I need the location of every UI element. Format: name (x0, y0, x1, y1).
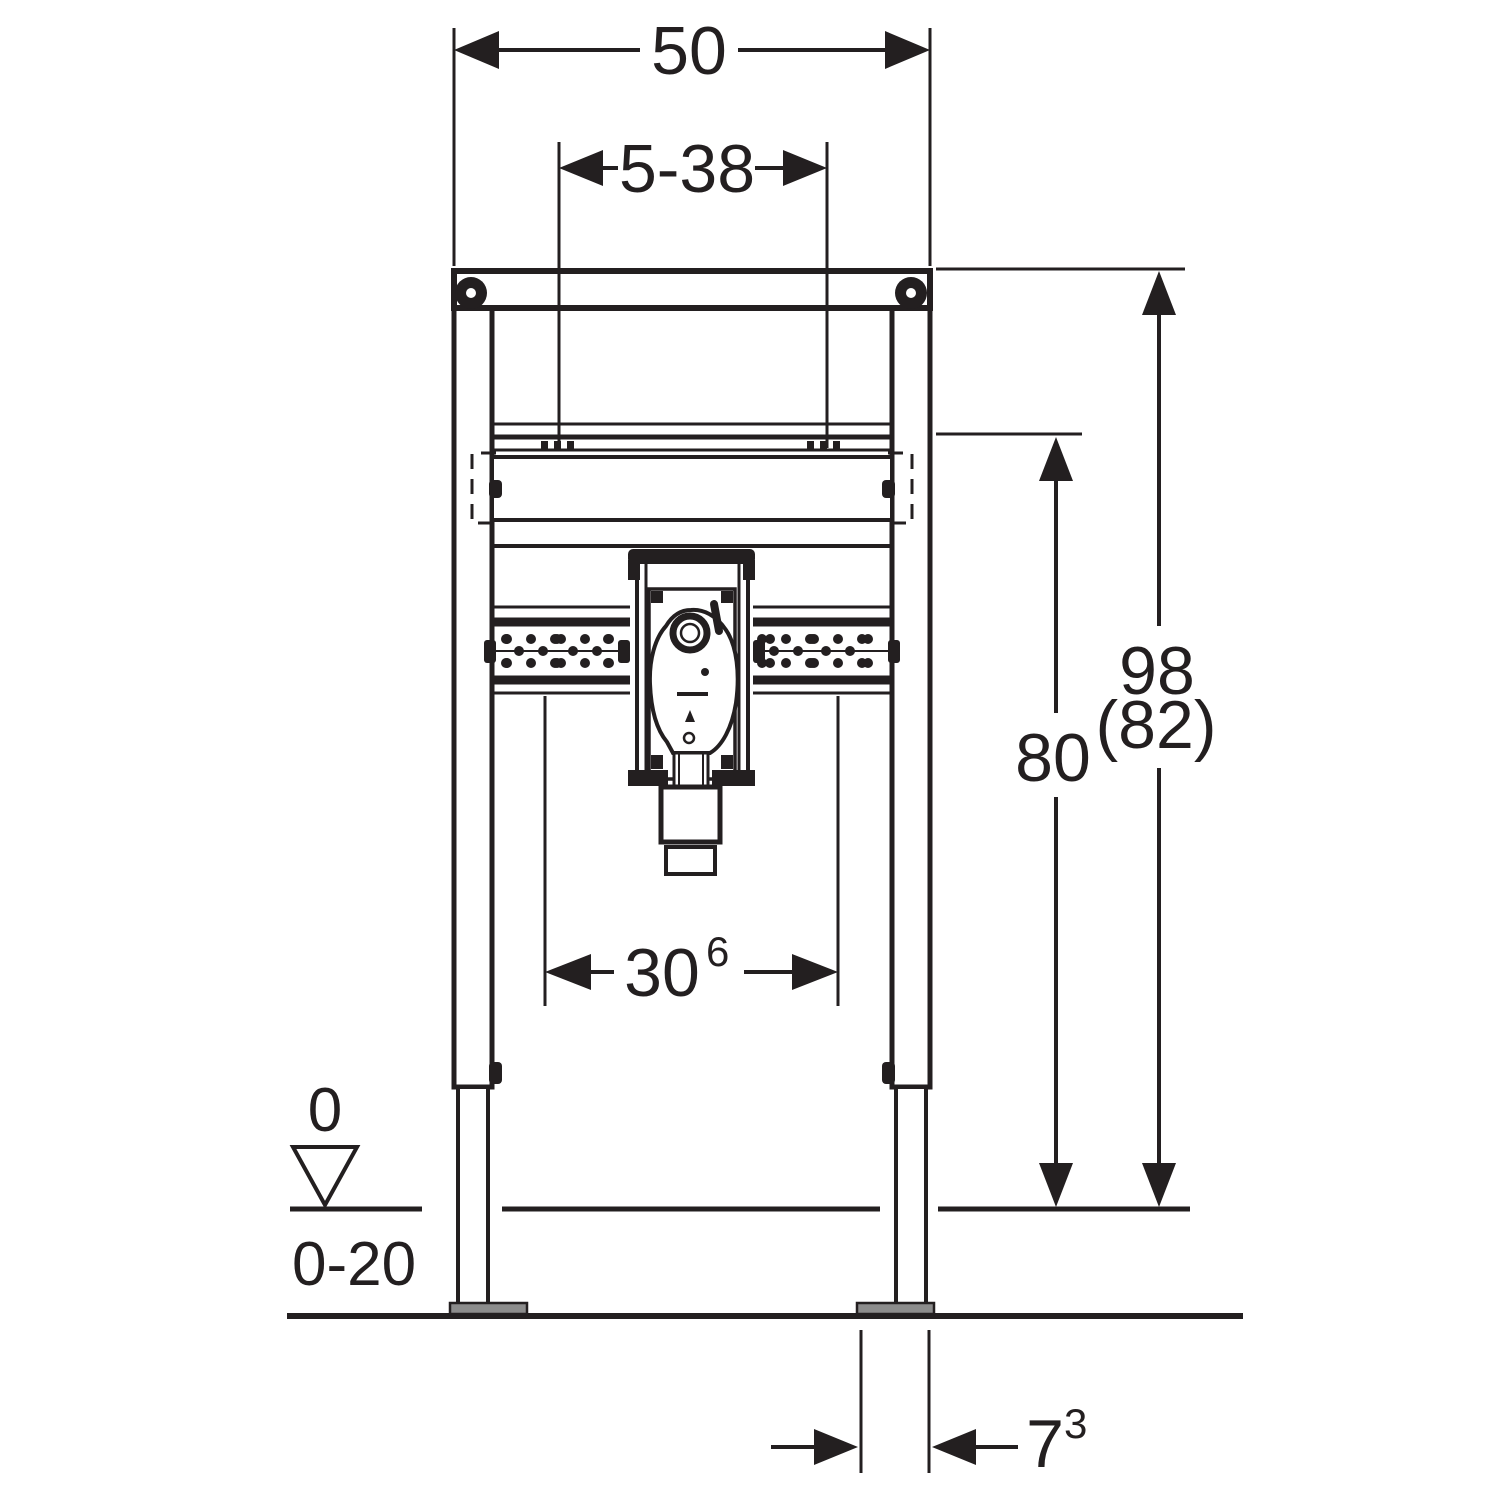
rail-hole (807, 634, 817, 644)
dim-fixing-range: 5-38 (557, 131, 829, 448)
floor-lines (287, 1206, 1243, 1319)
floor-zero-label: 0 (308, 1076, 342, 1145)
leg-left (456, 1085, 490, 1307)
drain-bracket-bottom-right (712, 770, 755, 786)
rail-hole (501, 634, 511, 644)
floor-level-symbol: 0 0-20 (289, 1076, 416, 1299)
rail-hole (757, 634, 767, 644)
drain-inlet-ring (669, 612, 711, 654)
rail-hole (552, 658, 562, 668)
frame (451, 268, 933, 1090)
foot-plate-left (448, 1301, 529, 1316)
plate-corner (721, 591, 733, 603)
rail-hole (781, 634, 791, 644)
trap-detail-arrow (685, 710, 695, 722)
washbasin-crossbar (470, 422, 914, 548)
level-triangle-icon (289, 1145, 361, 1210)
rail-end-tab (888, 640, 900, 663)
rail-hole (603, 658, 613, 668)
rail-hole (603, 634, 613, 644)
rail-screw-holes (501, 634, 873, 668)
plate-corner (651, 591, 663, 603)
leg-clamp-left (489, 1062, 502, 1084)
rail-hole (757, 658, 767, 668)
trap-detail-dot (701, 668, 709, 676)
leg-right (894, 1085, 928, 1307)
dim-supply-spacing-label: 30 (624, 935, 700, 1011)
rail-hole (845, 646, 855, 656)
plate-corner (651, 755, 663, 769)
dim-foot-depth-label: 7 (1026, 1406, 1064, 1482)
rail-hole (793, 646, 803, 656)
floor-adjust-label: 0-20 (292, 1230, 416, 1299)
rail-hole (501, 658, 511, 668)
rail-hole (833, 634, 843, 644)
dim-fixing-range-label: 5-38 (619, 131, 755, 207)
rail-hole (863, 634, 873, 644)
frame-top-rail (451, 268, 933, 311)
dim-height-alt-label: (82) (1096, 687, 1217, 763)
rail-hole (538, 646, 548, 656)
dim-rail-height-label: 80 (1015, 720, 1091, 796)
rail-hole (526, 634, 536, 644)
dim-height-label: 98 (1119, 633, 1195, 709)
drain-bracket-top (628, 549, 755, 564)
dim-foot-depth-sup: 3 (1064, 1400, 1087, 1447)
rail-hole (833, 658, 843, 668)
drain-assembly (628, 549, 755, 876)
dim-height: 98 (82) (936, 267, 1217, 1207)
drain-pipe-lower (664, 845, 717, 876)
dim-width-label: 50 (651, 13, 727, 89)
foot-plate-right (855, 1301, 936, 1316)
rail-hole (781, 658, 791, 668)
crossbar-tab-right (882, 480, 895, 498)
drain-inlet-hole (679, 622, 701, 644)
mounting-rail-left (492, 605, 630, 695)
rail-hole (592, 646, 602, 656)
frame-upright-left (451, 268, 495, 1090)
hidden-plate-dashed-left (470, 451, 496, 525)
fixing-slots (541, 441, 840, 449)
drain-lever (710, 600, 723, 635)
dim-supply-spacing: 30 6 (543, 696, 840, 1011)
drain-bracket-bottom-left (628, 770, 668, 786)
dim-supply-spacing-sup: 6 (706, 928, 729, 975)
rail-hole (769, 646, 779, 656)
rail-end-tab (618, 640, 630, 663)
rail-hole (863, 658, 873, 668)
mounting-rail (484, 605, 900, 695)
rail-hole (568, 646, 578, 656)
rail-hole (821, 646, 831, 656)
dim-rail-height: 80 (936, 432, 1091, 1207)
crossbar-body (490, 455, 894, 522)
hidden-plate-dashed-right (888, 451, 914, 525)
leg-clamp-right (882, 1062, 895, 1084)
rail-hole (526, 658, 536, 668)
dim-foot-depth: 7 3 (771, 1330, 1087, 1482)
legs (448, 1062, 936, 1316)
trap-detail-circle (682, 731, 696, 745)
rail-hole (580, 634, 590, 644)
dim-width: 50 (452, 13, 932, 266)
corner-bolt-right-hole (906, 288, 916, 298)
frame-upright-right (889, 268, 933, 1090)
corner-bolt-left-hole (466, 288, 476, 298)
rail-hole (807, 658, 817, 668)
rail-end-tab (753, 640, 765, 663)
plate-corner (721, 755, 733, 769)
rail-hole (580, 658, 590, 668)
rail-hole (552, 634, 562, 644)
rail-hole (514, 646, 524, 656)
crossbar-tab-left (489, 480, 502, 498)
drain-pipe-upper (658, 784, 723, 845)
rail-hole (765, 634, 775, 644)
rail-end-tab (484, 640, 496, 663)
rail-hole (765, 658, 775, 668)
drain-trap-body (647, 607, 740, 755)
